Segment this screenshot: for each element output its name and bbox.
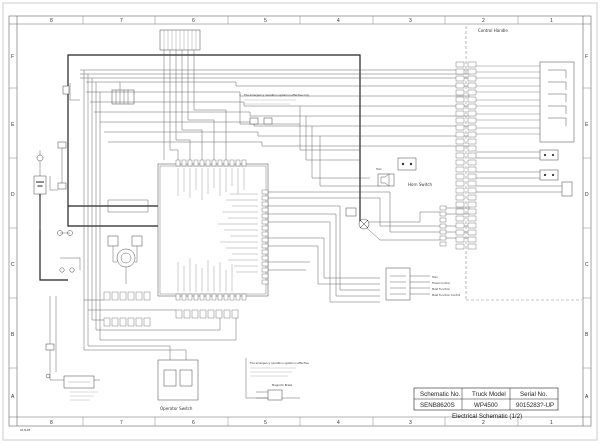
traction-motor [107, 199, 149, 284]
title-value-serial-no: 9015283?-UP [516, 402, 554, 409]
horn-circuit: Horn Switch Horn [376, 157, 433, 187]
battery-circuit [33, 83, 81, 273]
emergency-note-bottom-text: The emergency operation system is effect… [250, 361, 309, 365]
operator-switch-label: Operator Switch [160, 406, 193, 411]
magnetic-brake: Magnetic Brake [256, 383, 293, 401]
column-numbers-bottom: 8 7 6 5 4 3 2 1 [50, 420, 553, 426]
col-4: 4 [337, 18, 340, 24]
row-b: B [11, 332, 15, 338]
col-7-bottom: 7 [120, 420, 123, 426]
col-1: 1 [550, 18, 553, 24]
row-a: A [11, 394, 15, 400]
svg-text:Horn: Horn [432, 275, 439, 279]
svg-text:Travel Control: Travel Control [432, 281, 450, 285]
control-handle-title: Control Handle [478, 28, 508, 33]
row-e-right: E [585, 122, 589, 128]
row-e: E [11, 122, 15, 128]
svg-text:Mast Function Control: Mast Function Control [432, 293, 461, 297]
top-connector [159, 29, 227, 160]
col-1-bottom: 1 [550, 420, 553, 426]
row-f-right: F [585, 54, 588, 60]
bottom-connector-rows [83, 291, 239, 351]
line-contactor [345, 207, 370, 230]
title-block: Schematic No. Truck Model Serial No. SEN… [413, 387, 559, 420]
col-7: 7 [120, 18, 123, 24]
emergency-note-top-text: The emergency operation system is effect… [244, 93, 309, 97]
col-6-bottom: 6 [192, 420, 195, 426]
col-8-bottom: 8 [50, 420, 53, 426]
control-handle-section: Control Handle [455, 26, 582, 301]
operator-switch: Operator Switch [157, 350, 199, 411]
row-c: C [11, 262, 15, 268]
col-6: 6 [192, 18, 195, 24]
row-d-right: D [585, 192, 589, 198]
column-numbers-top: 8 7 6 5 4 3 2 1 [50, 18, 553, 24]
horn-switch-label: Horn Switch [408, 182, 433, 187]
left-lower-circuit [45, 296, 100, 401]
emergency-note-top: The emergency operation system is effect… [239, 93, 309, 125]
controller-pins-bottom [175, 293, 247, 301]
schematic-caption: Electrical Schematic (1/2) [452, 413, 522, 420]
row-b-right: B [585, 332, 589, 338]
title-header-schematic-no: Schematic No. [420, 391, 461, 398]
col-5: 5 [264, 18, 267, 24]
fuse-f1 [36, 154, 44, 162]
svg-text:Mast Function: Mast Function [432, 287, 450, 291]
row-d: D [11, 192, 15, 198]
title-header-serial-no: Serial No. [520, 391, 547, 398]
col-8: 8 [50, 18, 53, 24]
magnetic-brake-label: Magnetic Brake [272, 383, 293, 387]
battery [33, 175, 47, 195]
horn-label: Horn [376, 167, 383, 171]
row-a-right: A [585, 394, 589, 400]
col-3-bottom: 3 [409, 420, 412, 426]
relay-block [111, 82, 135, 105]
title-value-schematic-no: SENB8620S [420, 402, 455, 409]
col-2: 2 [482, 18, 485, 24]
col-5-bottom: 5 [264, 420, 267, 426]
fuse-f3 [57, 182, 67, 190]
col-2-bottom: 2 [482, 420, 485, 426]
title-value-truck-model: WP4500 [474, 402, 498, 409]
row-c-right: C [585, 262, 589, 268]
title-header-truck-model: Truck Model [472, 391, 506, 398]
row-letters: F E D C B A F E D C B A [11, 54, 589, 400]
col-4-bottom: 4 [337, 420, 340, 426]
sheet-reference: LE-N-1B [20, 428, 31, 432]
relay-k1 [62, 85, 70, 95]
col-3: 3 [409, 18, 412, 24]
row-f: F [11, 54, 14, 60]
motor-controller [157, 159, 269, 301]
operator-switch-block: Horn Travel Control Mast Function Mast F… [385, 267, 461, 301]
fuse-f2 [57, 141, 67, 149]
